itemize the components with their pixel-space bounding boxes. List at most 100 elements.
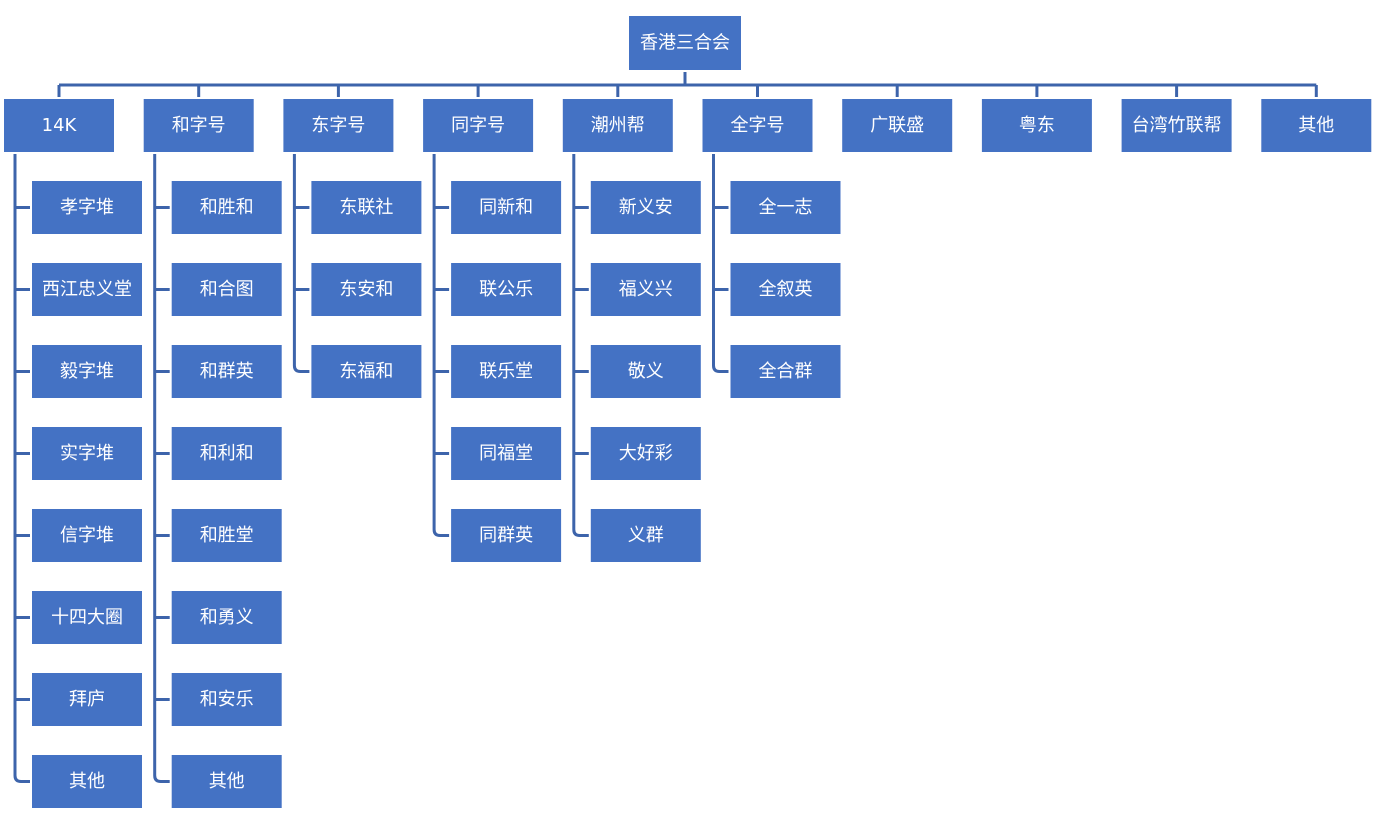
child-node-label: 西江忠义堂 — [42, 279, 132, 300]
branch-node-label: 同字号 — [451, 115, 505, 136]
branch-node: 和字号 — [141, 97, 256, 154]
child-node: 和群英 — [169, 343, 284, 400]
child-node: 其他 — [169, 753, 284, 810]
child-node: 东福和 — [309, 343, 424, 400]
child-node-label: 和胜和 — [200, 197, 254, 218]
child-node-box — [728, 179, 843, 236]
child-node: 东联社 — [309, 179, 424, 236]
child-node-box — [449, 179, 564, 236]
branch-node-box — [421, 97, 536, 154]
branch-node-label: 粤东 — [1019, 115, 1055, 136]
child-trunk-line — [153, 153, 171, 783]
child-trunk-line — [712, 153, 730, 373]
branch-node: 东字号 — [281, 97, 396, 154]
connector-lines — [13, 71, 1318, 783]
org-nodes: 香港三合会 14K孝字堆西江忠义堂毅字堆实字堆信字堆十四大圈拜庐其他和字号和胜和… — [2, 14, 1374, 810]
branch-node-label: 东字号 — [311, 115, 365, 136]
child-node: 全叙英 — [728, 261, 843, 318]
child-node: 十四大圈 — [30, 589, 144, 646]
child-node: 和安乐 — [169, 671, 284, 728]
branch-node: 台湾竹联帮 — [1119, 97, 1234, 154]
child-node: 和胜和 — [169, 179, 284, 236]
child-node-box — [169, 425, 284, 482]
child-node-label: 其他 — [69, 771, 105, 792]
child-node-label: 同福堂 — [479, 443, 533, 464]
child-node-box — [169, 507, 284, 564]
child-node: 和利和 — [169, 425, 284, 482]
child-node-box — [30, 179, 144, 236]
child-node: 福义兴 — [588, 261, 703, 318]
child-node-label: 和勇义 — [200, 607, 254, 628]
root-node: 香港三合会 — [627, 14, 743, 72]
child-node-box — [169, 589, 284, 646]
child-node: 新义安 — [588, 179, 703, 236]
child-trunk-line — [13, 153, 31, 783]
child-node: 义群 — [588, 507, 703, 564]
child-node-label: 信字堆 — [60, 525, 114, 546]
child-node-label: 同新和 — [479, 197, 533, 218]
child-node-box — [728, 261, 843, 318]
child-node-box — [30, 671, 144, 728]
child-node-label: 和合图 — [200, 279, 254, 300]
child-node-box — [309, 261, 424, 318]
branch-node-label: 台湾竹联帮 — [1132, 115, 1222, 136]
branch-node-box — [979, 97, 1094, 154]
child-node-box — [169, 753, 284, 810]
branch-node-label: 全字号 — [731, 115, 785, 136]
child-node-box — [30, 343, 144, 400]
branch-node-box — [700, 97, 815, 154]
branch-node-label: 和字号 — [172, 115, 226, 136]
root-node-box — [627, 14, 743, 72]
child-node-box — [449, 343, 564, 400]
child-node-label: 和安乐 — [200, 689, 254, 710]
child-node-box — [309, 179, 424, 236]
branch-node: 全字号 — [700, 97, 815, 154]
child-node-label: 福义兴 — [619, 279, 673, 300]
child-node-label: 东安和 — [339, 279, 393, 300]
child-node-box — [449, 425, 564, 482]
child-node-box — [169, 261, 284, 318]
child-node: 其他 — [30, 753, 144, 810]
child-node-box — [30, 261, 144, 318]
branch-node: 粤东 — [979, 97, 1094, 154]
child-node: 联公乐 — [449, 261, 564, 318]
child-node-box — [30, 425, 144, 482]
child-node-box — [30, 507, 144, 564]
child-node-label: 全叙英 — [759, 279, 813, 300]
child-node: 和胜堂 — [169, 507, 284, 564]
child-node-label: 联乐堂 — [479, 361, 533, 382]
child-node: 和合图 — [169, 261, 284, 318]
child-node-label: 和利和 — [200, 443, 254, 464]
branch-node: 潮州帮 — [560, 97, 675, 154]
branch-node-label: 潮州帮 — [591, 115, 645, 136]
child-node: 敬义 — [588, 343, 703, 400]
child-node-label: 和胜堂 — [200, 525, 254, 546]
child-node-box — [728, 343, 843, 400]
child-node-box — [588, 261, 703, 318]
branch-node-label: 其他 — [1298, 115, 1334, 136]
branch-node-label: 14K — [42, 115, 78, 136]
child-node-box — [30, 753, 144, 810]
child-trunk-line — [292, 153, 311, 373]
child-node-label: 毅字堆 — [60, 361, 114, 382]
child-node: 全合群 — [728, 343, 843, 400]
branch-node: 同字号 — [421, 97, 536, 154]
child-node: 同新和 — [449, 179, 564, 236]
child-node-label: 十四大圈 — [51, 607, 123, 628]
child-trunk-line — [432, 153, 451, 537]
child-node-label: 和群英 — [200, 361, 254, 382]
child-node-box — [169, 343, 284, 400]
branch-node: 14K — [2, 97, 116, 154]
child-node-label: 东联社 — [339, 197, 393, 218]
child-node: 实字堆 — [30, 425, 144, 482]
child-node: 信字堆 — [30, 507, 144, 564]
child-node-box — [169, 179, 284, 236]
child-node: 全一志 — [728, 179, 843, 236]
child-node: 同福堂 — [449, 425, 564, 482]
branch-node: 广联盛 — [840, 97, 955, 154]
branch-node-label: 广联盛 — [870, 115, 924, 136]
branch-node-box — [2, 97, 116, 154]
child-node: 毅字堆 — [30, 343, 144, 400]
child-node: 拜庐 — [30, 671, 144, 728]
